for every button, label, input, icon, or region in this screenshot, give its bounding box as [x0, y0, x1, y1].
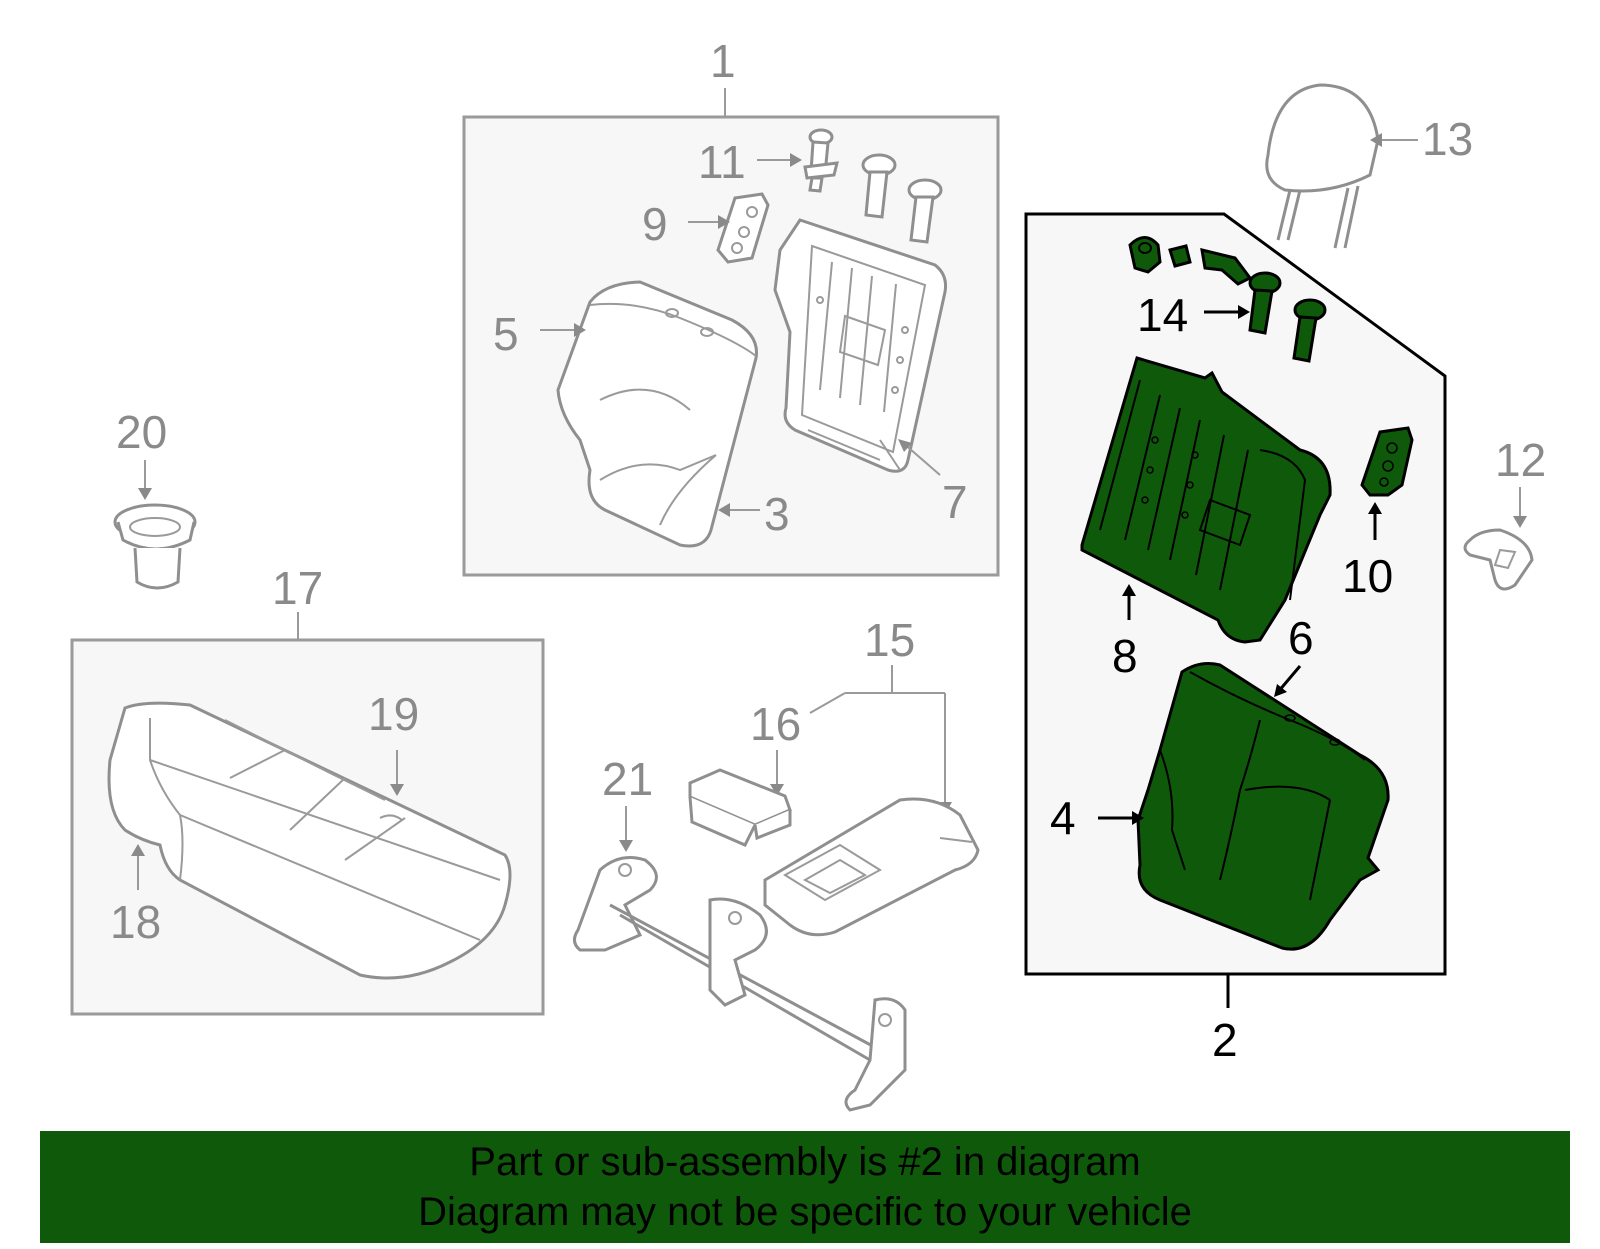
callout-13: 13: [1422, 113, 1473, 165]
part-10-bracket[interactable]: [1360, 426, 1414, 497]
part-8-seatback-frame[interactable]: [1080, 356, 1332, 644]
callout-15: 15: [864, 614, 915, 666]
info-banner: Part or sub-assembly is #2 in diagram Di…: [40, 1131, 1570, 1243]
callout-16: 16: [750, 698, 801, 750]
callout-6: 6: [1288, 612, 1314, 664]
part-6-seatback-cover[interactable]: [1136, 662, 1390, 951]
part-15-armrest[interactable]: [763, 797, 980, 937]
bolt-pair-upper[interactable]: [861, 153, 943, 244]
callout-8: 8: [1112, 630, 1138, 682]
part-12-latch[interactable]: [1463, 528, 1534, 591]
callout-1: 1: [710, 35, 736, 87]
part-9-bracket[interactable]: [716, 192, 770, 264]
banner-line-1: Part or sub-assembly is #2 in diagram: [469, 1140, 1141, 1184]
callout-10: 10: [1342, 550, 1393, 602]
part-21-bracket[interactable]: [573, 856, 907, 1112]
callout-18: 18: [110, 896, 161, 948]
callout-4: 4: [1050, 792, 1076, 844]
part-2-small-hardware[interactable]: [1128, 236, 1253, 286]
banner-line-2: Diagram may not be specific to your vehi…: [418, 1190, 1192, 1234]
callout-7: 7: [942, 476, 968, 528]
part-7-seatback-frame[interactable]: [773, 218, 947, 473]
callout-2: 2: [1212, 1014, 1238, 1066]
callout-5: 5: [493, 308, 519, 360]
part-5-seatback-cover[interactable]: [556, 280, 758, 548]
callout-17: 17: [272, 562, 323, 614]
callout-14: 14: [1137, 289, 1188, 341]
part-14-bolts[interactable]: [1248, 271, 1327, 363]
part-20-clip[interactable]: [113, 503, 197, 590]
part-13-headrest[interactable]: [1265, 83, 1380, 249]
callout-21: 21: [602, 753, 653, 805]
part-11-bolt[interactable]: [803, 128, 839, 193]
callout-11: 11: [698, 136, 746, 188]
callout-12: 12: [1495, 434, 1546, 486]
callout-19: 19: [368, 688, 419, 740]
part-16-cup-holder[interactable]: [688, 768, 792, 847]
part-19-seat-cushion[interactable]: [107, 701, 512, 980]
callout-3: 3: [764, 488, 790, 540]
callout-9: 9: [642, 198, 668, 250]
callout-20: 20: [116, 406, 167, 458]
